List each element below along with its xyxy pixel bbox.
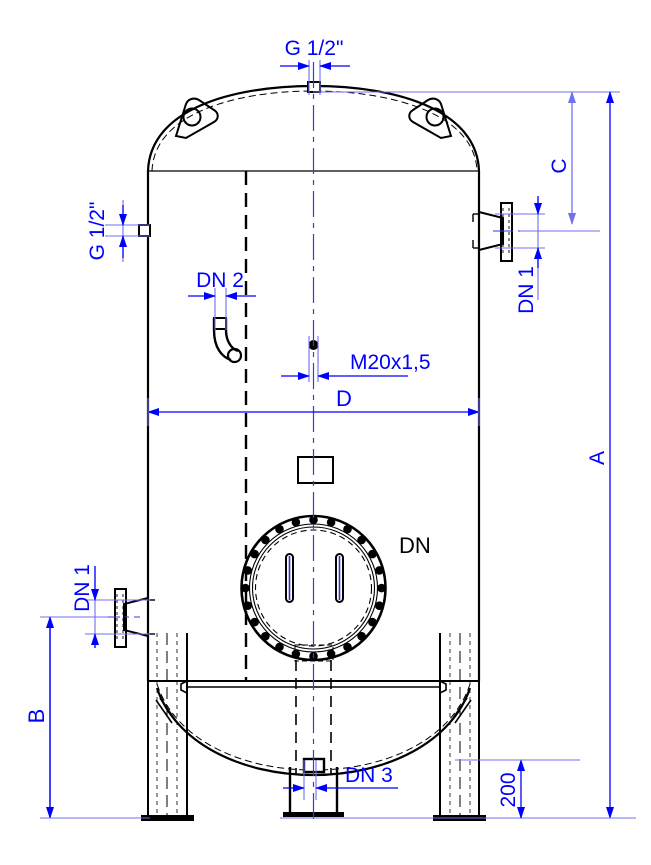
lifting-lug-left	[174, 97, 219, 140]
label-dim-d: D	[336, 386, 352, 411]
dim-upper-right-nozzle: DN 1	[495, 196, 545, 314]
manway-slot-left	[285, 553, 294, 603]
label-top-nozzle: G 1/2"	[285, 37, 344, 60]
dim-m20: M20x1,5	[281, 336, 431, 382]
dim-a: A	[486, 91, 636, 819]
support-leg-left	[141, 633, 194, 821]
dim-c: C	[313, 91, 620, 232]
label-manway-group: DN	[399, 533, 431, 558]
manway-slot-right	[335, 553, 344, 603]
label-m20: M20x1,5	[350, 351, 431, 374]
label-upper-right-nozzle: DN 1	[515, 266, 538, 314]
dim-upper-left-nozzle: G 1/2"	[86, 200, 150, 262]
label-dim-c: C	[548, 158, 571, 173]
nameplate	[297, 456, 334, 484]
label-lower-left-nozzle: DN 1	[71, 564, 94, 612]
label-dim-a: A	[586, 451, 609, 465]
label-dn2: DN 2	[196, 269, 244, 292]
label-manway: DN	[399, 533, 431, 558]
internal-downcomer	[295, 660, 332, 775]
label-upper-left-nozzle: G 1/2"	[86, 202, 109, 261]
label-dim-b: B	[24, 709, 49, 724]
lifting-lug-right	[408, 97, 453, 140]
dim-dn3: DN 3	[283, 760, 398, 800]
dim-200: 200	[455, 759, 580, 819]
dim-dn2: DN 2	[188, 269, 256, 330]
dim-top-nozzle: G 1/2"	[280, 37, 350, 95]
dim-b: B	[24, 616, 150, 819]
dim-lower-left-nozzle: DN 1	[71, 564, 150, 648]
label-dn3: DN 3	[345, 764, 393, 787]
label-dim-200: 200	[497, 772, 520, 807]
manway-bolts	[241, 515, 386, 661]
upper-left-nozzle	[138, 224, 151, 237]
dim-d: D	[147, 386, 480, 426]
